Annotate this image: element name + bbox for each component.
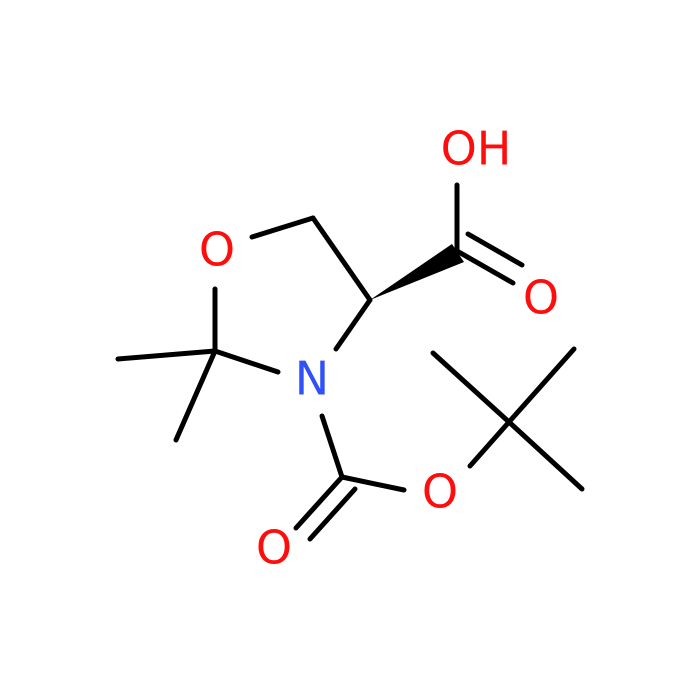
bond-c4-methyl-down: [173, 348, 218, 443]
bond-c4-methyl-left: [115, 348, 218, 362]
bond-o-tbu-c: [467, 419, 512, 469]
bond-c2-c3: [310, 215, 373, 303]
bond-boc-c-o-double-1: [293, 474, 345, 531]
bond-n-boc-c: [319, 413, 345, 480]
bond-boc-c-o-ester: [339, 474, 407, 493]
stereo-wedge-bond: [370, 244, 464, 300]
bond-o1-c2: [249, 215, 316, 240]
bond-n-c4: [212, 348, 281, 375]
bond-tbu-methyl-down: [506, 419, 585, 492]
bond-boc-c-o-double-2: [307, 486, 358, 542]
bond-tbu-methyl-up: [506, 346, 577, 425]
acid-carbonyl-oxygen-label: O: [523, 271, 559, 325]
bond-c3-n: [333, 297, 373, 352]
ring-oxygen-label: O: [199, 223, 235, 277]
bond-acid-c-o-double-2: [465, 231, 525, 268]
boc-ester-oxygen-label: O: [422, 465, 458, 519]
boc-carbonyl-oxygen-label: O: [256, 521, 292, 575]
acid-hydroxyl-label: OH: [441, 122, 512, 176]
bond-tbu-methyl-left: [430, 350, 512, 425]
bond-acid-c-o-double-1: [454, 248, 516, 286]
ring-nitrogen-label: N: [295, 352, 329, 406]
